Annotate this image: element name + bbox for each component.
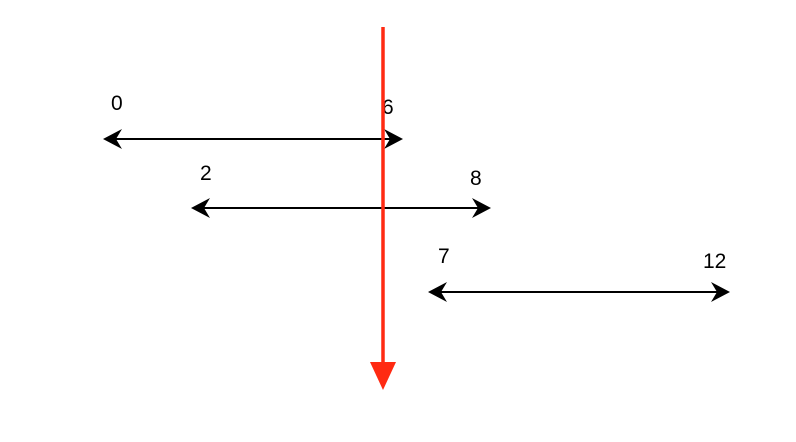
- interval-0-right-arrowhead: [384, 129, 403, 149]
- interval-0-start-label: 0: [111, 92, 123, 115]
- interval-0-end-label: 6: [382, 96, 394, 119]
- interval-1-left-arrowhead: [191, 198, 210, 218]
- interval-1-right-arrowhead: [472, 198, 491, 218]
- sweep-line-arrowhead: [370, 362, 396, 390]
- sweep-line: [370, 27, 396, 390]
- interval-1-end-label: 8: [470, 167, 482, 190]
- interval-1-start-label: 2: [200, 162, 212, 185]
- interval-0: 0 6: [103, 92, 403, 149]
- interval-2-right-arrowhead: [711, 282, 730, 302]
- interval-2-left-arrowhead: [428, 282, 447, 302]
- interval-2-end-label: 12: [703, 250, 726, 273]
- interval-2-start-label: 7: [438, 245, 450, 268]
- interval-1: 2 8: [191, 162, 491, 218]
- interval-0-left-arrowhead: [103, 129, 122, 149]
- interval-2: 7 12: [428, 245, 730, 302]
